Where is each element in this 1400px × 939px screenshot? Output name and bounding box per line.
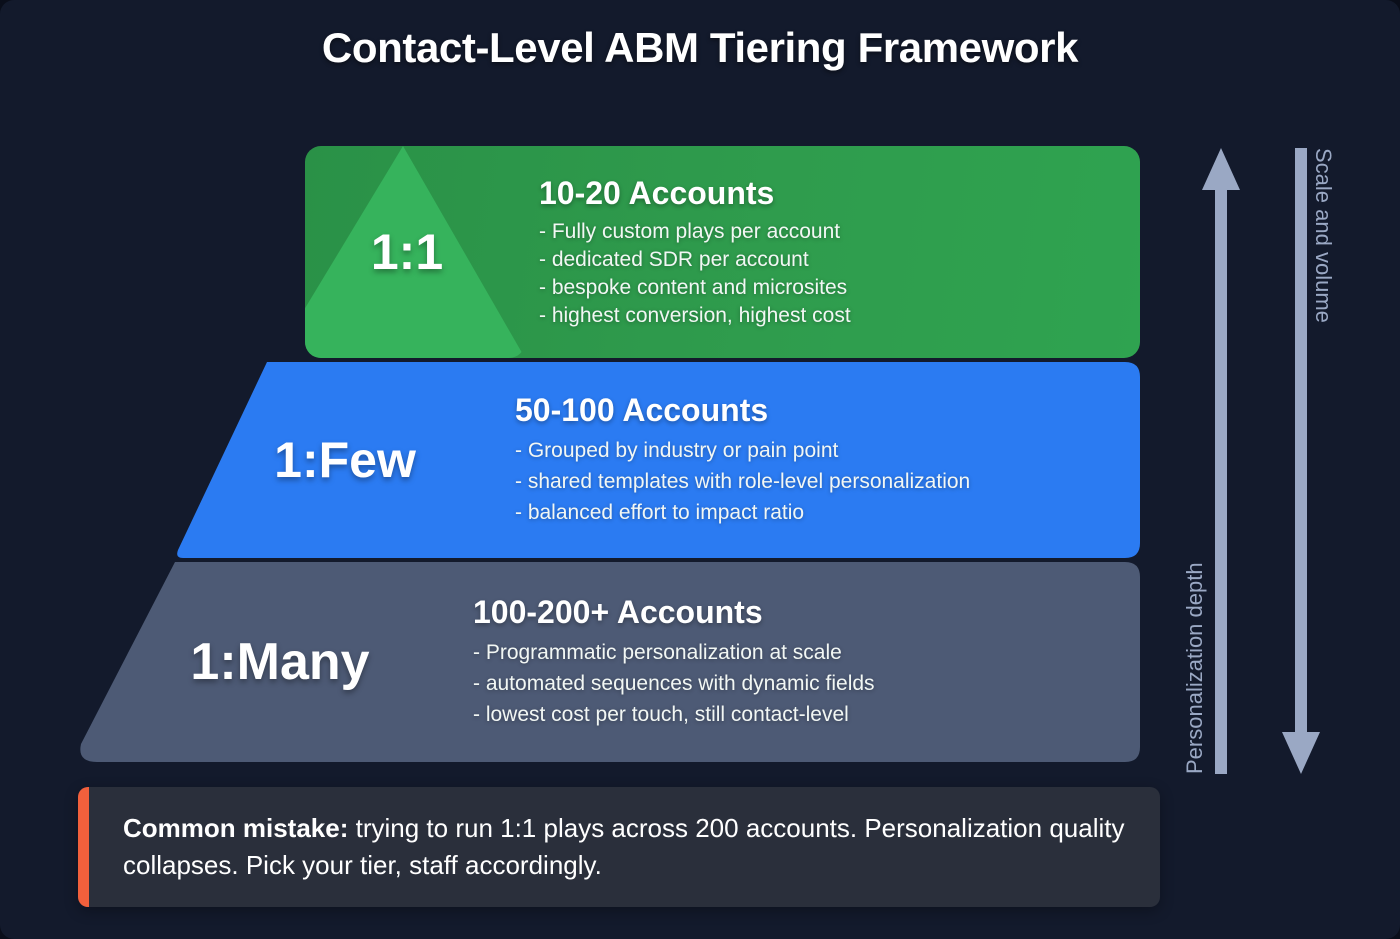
axis-personalization-depth: Personalization depth — [1182, 148, 1260, 774]
axis-scale-and-volume: Scale and volume — [1262, 148, 1340, 774]
tier-bullets-one-to-many: - Programmatic personalization at scale … — [473, 637, 875, 730]
tier-label-one-to-one: 1:1 — [370, 224, 444, 280]
list-item: - Grouped by industry or pain point — [515, 439, 839, 462]
arrow-down-icon — [1282, 148, 1320, 774]
list-item: - bespoke content and microsites — [539, 275, 848, 299]
tier-bullets-one-to-few: - Grouped by industry or pain point - sh… — [515, 435, 970, 528]
page-title: Contact-Level ABM Tiering Framework — [321, 24, 1079, 71]
tier-label-one-to-few: 1:Few — [274, 432, 416, 488]
axis-label-scale-and-volume: Scale and volume — [1311, 148, 1336, 323]
tier-body-one-to-one: 10-20 Accounts - Fully custom plays per … — [539, 175, 851, 330]
list-item: - balanced effort to impact ratio — [515, 501, 805, 524]
pyramid-tier-one-to-one: 1:1 10-20 Accounts - Fully custom plays … — [305, 146, 1140, 358]
callout-text: Common mistake: trying to run 1:1 plays … — [123, 810, 1160, 884]
list-item: - shared templates with role-level perso… — [515, 470, 971, 493]
list-item: - dedicated SDR per account — [539, 247, 809, 271]
list-item: - automated sequences with dynamic field… — [473, 672, 875, 695]
pyramid-tier-one-to-few: 1:Few 50-100 Accounts - Grouped by indus… — [175, 362, 1140, 558]
callout-lead-label: Common mistake: — [123, 813, 349, 843]
tier-body-one-to-many: 100-200+ Accounts - Programmatic persona… — [473, 594, 875, 730]
callout-accent-bar — [78, 787, 89, 907]
tier-bullets-one-to-one: - Fully custom plays per account - dedic… — [539, 218, 851, 330]
axis-label-personalization-depth: Personalization depth — [1182, 562, 1207, 774]
callout-body-text: trying to run 1:1 plays across 200 accou… — [123, 813, 1125, 880]
tier-heading-one-to-one: 10-20 Accounts — [539, 174, 775, 211]
pyramid-tier-one-to-many: 1:Many 100-200+ Accounts - Programmatic … — [75, 562, 1140, 762]
tier-heading-one-to-few: 50-100 Accounts — [515, 392, 769, 428]
common-mistake-callout: Common mistake: trying to run 1:1 plays … — [78, 787, 1160, 907]
tier-one-to-few-trapezoid — [177, 362, 1140, 558]
tier-body-one-to-few: 50-100 Accounts - Grouped by industry or… — [515, 392, 970, 528]
tier-one-to-many-trapezoid — [80, 562, 1140, 762]
arrow-up-icon — [1202, 148, 1240, 774]
tier-label-one-to-many: 1:Many — [190, 633, 370, 691]
list-item: - lowest cost per touch, still contact-l… — [473, 703, 849, 726]
list-item: - highest conversion, highest cost — [539, 303, 851, 327]
list-item: - Fully custom plays per account — [539, 219, 841, 243]
tier-heading-one-to-many: 100-200+ Accounts — [473, 594, 763, 630]
list-item: - Programmatic personalization at scale — [473, 641, 842, 664]
